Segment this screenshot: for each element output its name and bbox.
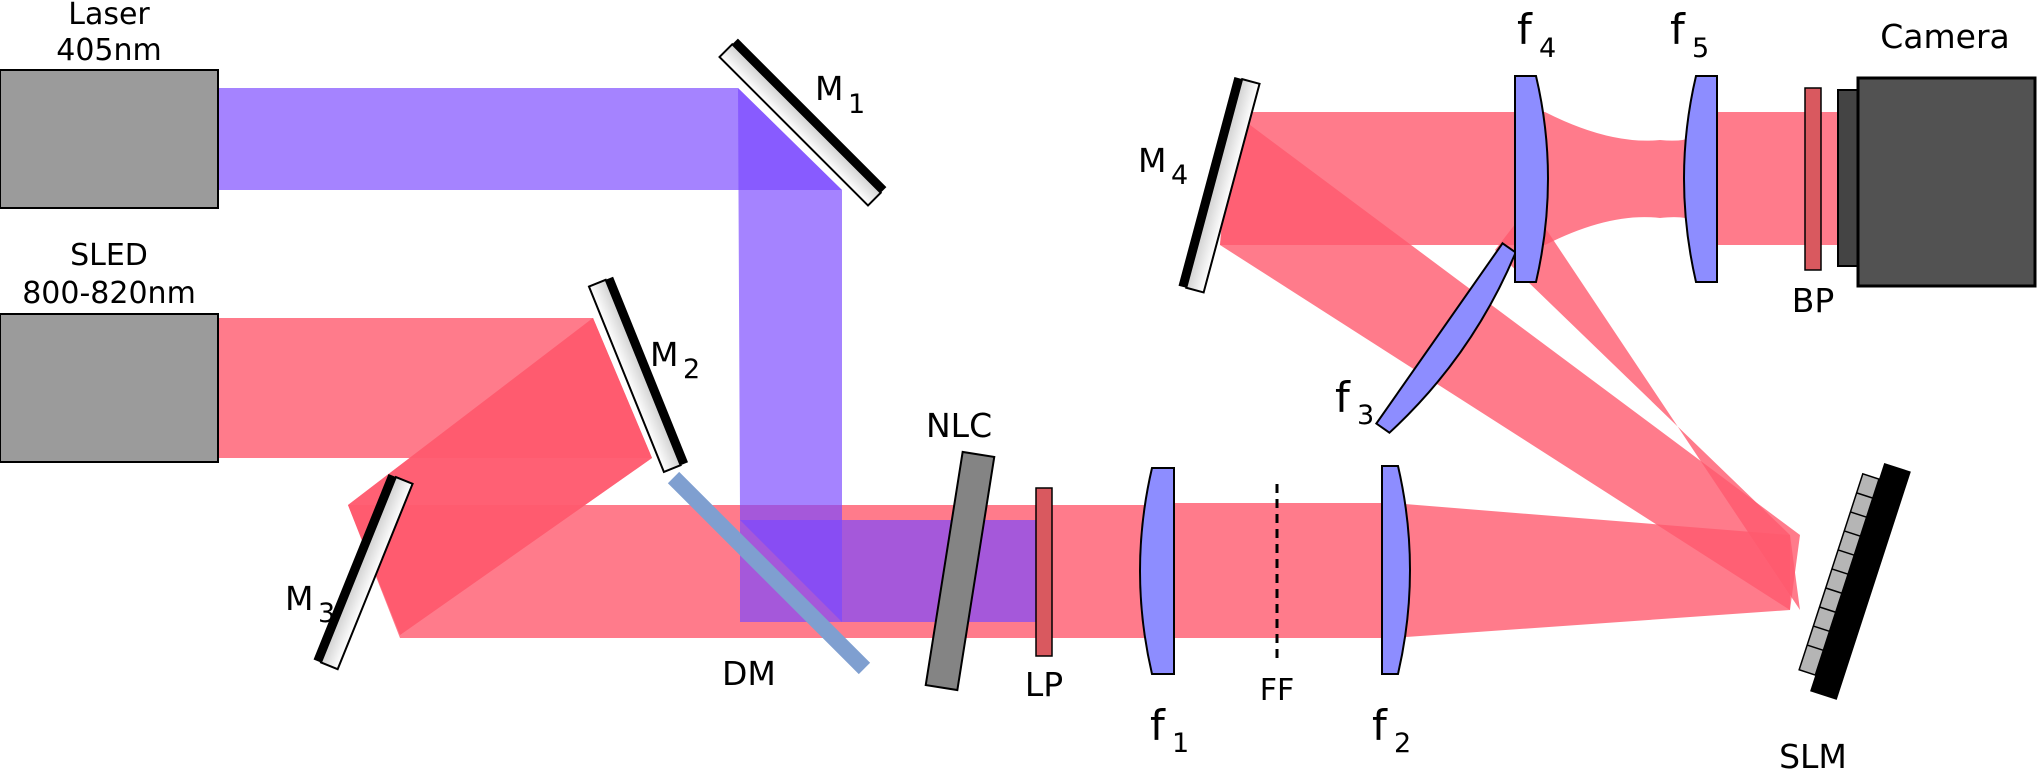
- lens-f1: [1139, 467, 1175, 675]
- f2-subscript: 2: [1394, 728, 1411, 759]
- m2-label: M: [650, 335, 678, 374]
- sled-label-line2: 800-820nm: [22, 276, 196, 311]
- f1-label: f: [1150, 701, 1166, 750]
- m1-down-beam: [738, 88, 842, 622]
- lp-filter: [1035, 487, 1053, 657]
- f5-label: f: [1670, 5, 1686, 54]
- laser-source-box: [0, 69, 219, 209]
- bp-filter: [1804, 87, 1822, 271]
- lens-f3: [1374, 241, 1517, 434]
- camera-body: [1856, 76, 2037, 288]
- lens-f2: [1381, 465, 1411, 675]
- lens-f4: [1514, 75, 1549, 283]
- m4-to-camera-beam: [1220, 112, 1525, 245]
- m3-subscript: 3: [318, 598, 335, 629]
- slm-to-m4-beam-b: [1495, 205, 1800, 610]
- dichroic-mirror: [667, 471, 871, 675]
- m3-label: M: [285, 579, 313, 618]
- f5-subscript: 5: [1692, 33, 1709, 64]
- camera-label: Camera: [1880, 17, 2010, 56]
- nlc-element: [924, 450, 996, 692]
- f4-subscript: 4: [1539, 33, 1556, 64]
- nlc-label: NLC: [926, 406, 992, 445]
- lens-region-beam: [1145, 503, 1392, 638]
- m1-label: M: [815, 69, 843, 108]
- laser-label-line1: Laser: [68, 0, 150, 32]
- mirror-m1: [718, 38, 887, 207]
- m2-subscript: 2: [683, 354, 700, 385]
- bp-label: BP: [1792, 281, 1835, 320]
- sled-source-box: [0, 313, 219, 463]
- slm-device: [1798, 462, 1911, 700]
- f1-subscript: 1: [1172, 728, 1189, 759]
- mirror-m2: [587, 276, 689, 474]
- mirror-m4: [1178, 77, 1261, 294]
- camera-mount: [1837, 89, 1859, 267]
- mirror-m3: [313, 474, 414, 671]
- f3-subscript: 3: [1357, 400, 1374, 431]
- m4-label: M: [1138, 141, 1166, 180]
- m1-subscript: 1: [848, 89, 865, 120]
- sled-label-line1: SLED: [70, 238, 148, 273]
- slm-label: SLM: [1779, 737, 1847, 772]
- ff-label: FF: [1260, 673, 1295, 708]
- laser-beam: [218, 88, 842, 190]
- f4-label: f: [1517, 5, 1533, 54]
- dm-label: DM: [722, 654, 776, 693]
- lp-label: LP: [1025, 665, 1063, 704]
- laser-label-line2: 405nm: [56, 33, 162, 68]
- m4-subscript: 4: [1171, 160, 1188, 191]
- f2-label: f: [1372, 701, 1388, 750]
- f3-label: f: [1335, 373, 1351, 422]
- lens-f5: [1683, 75, 1718, 283]
